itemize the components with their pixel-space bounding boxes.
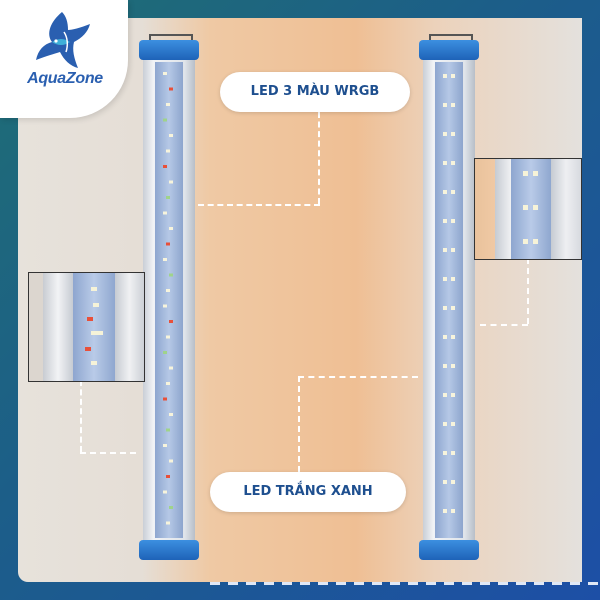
label-led-wrgb: LED 3 MÀU WRGB <box>220 72 410 112</box>
logo-badge: AquaZone <box>0 0 128 118</box>
connector-left-vertical <box>80 380 82 452</box>
led-panel <box>155 62 183 538</box>
decorative-dash-line <box>210 582 600 585</box>
connector-bottom-vertical <box>298 376 300 472</box>
lamp-end-cap <box>139 540 199 560</box>
lamp-end-cap <box>419 540 479 560</box>
angelfish-logo-icon <box>36 12 90 68</box>
connector-left-horizontal <box>80 452 136 454</box>
zoom-inset-white-blue <box>474 158 582 260</box>
led-lamp-wrgb <box>133 34 205 560</box>
zoomed-leds <box>85 287 103 365</box>
lamp-end-cap <box>419 40 479 60</box>
lamp-end-cap <box>139 40 199 60</box>
connector-bottom-horizontal <box>298 376 418 378</box>
led-panel <box>435 62 463 538</box>
connector-right-vertical <box>527 258 529 324</box>
label-led-white-blue: LED TRẮNG XANH <box>210 472 406 512</box>
led-lamp-white-blue <box>413 34 485 560</box>
connector-top-horizontal <box>198 204 320 206</box>
zoomed-leds <box>523 171 538 244</box>
brand-name: AquaZone <box>27 70 103 87</box>
connector-top-vertical <box>318 112 320 204</box>
connector-right-horizontal <box>480 324 528 326</box>
zoom-inset-wrgb <box>28 272 145 382</box>
